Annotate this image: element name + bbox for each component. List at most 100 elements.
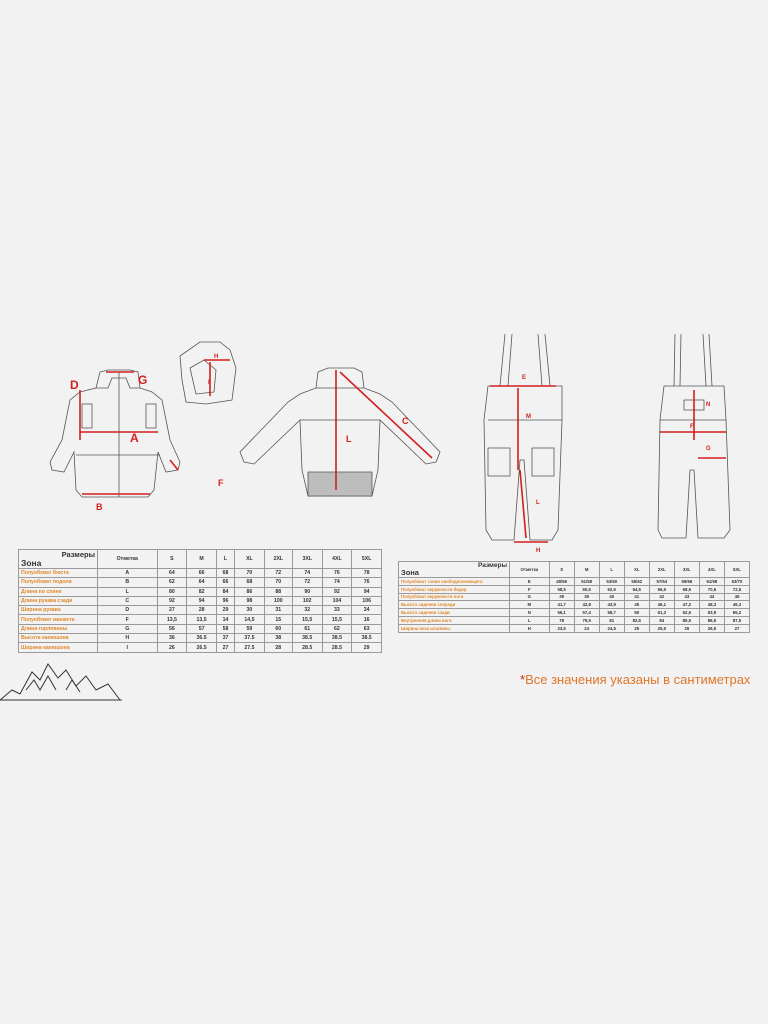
value-cell: 53/60 <box>598 577 625 586</box>
value-cell: 70,5 <box>698 584 725 594</box>
zone-cell: Высота капюшона <box>18 633 98 644</box>
mark-header: Отметка <box>97 549 158 569</box>
label-g: G <box>138 373 148 387</box>
value-cell: 82 <box>186 586 217 597</box>
size-header: 5XL <box>723 561 751 578</box>
value-cell: 27 <box>156 605 188 616</box>
zone-cell: Внутренняя длина ноги <box>398 615 510 625</box>
zone-cell: Полуобхват манжета <box>18 614 98 625</box>
units-note: *Все значения указаны в сантиметрах <box>520 672 760 687</box>
value-cell: 24,5 <box>598 623 625 633</box>
value-cell: 26 <box>673 623 700 633</box>
size-header: XL <box>234 549 265 569</box>
label-l-pants: L <box>536 500 540 506</box>
value-cell: 66 <box>186 567 217 579</box>
value-cell: 96 <box>215 595 236 607</box>
label-a: A <box>130 431 139 445</box>
value-cell: 64,5 <box>623 584 650 594</box>
value-cell: 29 <box>215 605 236 616</box>
value-cell: 63 <box>351 623 382 635</box>
value-cell: 61/68 <box>698 577 725 586</box>
value-cell: 68 <box>234 577 265 588</box>
value-cell: 102 <box>291 595 323 607</box>
value-cell: 14,5 <box>234 614 265 625</box>
size-header: 2XL <box>263 549 293 569</box>
value-cell: 74 <box>321 577 353 588</box>
note-text: Все значения указаны в сантиметрах <box>525 672 751 687</box>
hood-drawing <box>179 341 237 405</box>
value-cell: 15,5 <box>291 614 323 625</box>
value-cell: 80 <box>156 586 188 597</box>
value-cell: 23,5 <box>548 623 575 633</box>
value-cell: 26 <box>156 642 188 653</box>
mountain-range-icon <box>0 663 122 701</box>
value-cell: 43,9 <box>598 600 625 610</box>
size-header: 3XL <box>291 549 323 569</box>
zone-cell: Полуобхват окружности бедер <box>398 584 510 594</box>
value-cell: 94 <box>351 586 382 597</box>
value-cell: 58,5 <box>548 584 575 594</box>
value-cell: 106 <box>351 595 382 607</box>
size-header: 3XL <box>673 561 700 578</box>
table-corner: Размеры Зона <box>398 561 510 578</box>
value-cell: 44 <box>698 592 725 602</box>
value-cell: 51/58 <box>573 577 600 586</box>
value-cell: 28 <box>186 605 217 616</box>
value-cell: 60 <box>623 608 650 617</box>
value-cell: 98 <box>234 595 265 607</box>
value-cell: 26.5 <box>186 642 217 653</box>
value-cell: 72 <box>291 577 323 588</box>
value-cell: 66 <box>215 577 236 588</box>
value-cell: 74 <box>291 567 323 579</box>
corner-sizes-label: Размеры <box>61 550 95 560</box>
mark-header: Отметка <box>509 561 550 578</box>
zone-cell: Ширина низа штанины <box>398 623 510 633</box>
label-c: C <box>402 416 409 426</box>
size-header: M <box>186 549 217 569</box>
value-cell: 92 <box>156 595 188 607</box>
zone-cell: Длина рукава сзади <box>18 595 98 607</box>
value-cell: 36.5 <box>186 633 217 644</box>
value-cell: 90 <box>291 586 323 597</box>
zone-cell: Полуобхват подола <box>18 577 98 588</box>
mark-cell: B <box>97 577 158 588</box>
value-cell: 40 <box>598 592 625 602</box>
value-cell: 41 <box>623 592 650 602</box>
value-cell: 55/62 <box>623 577 650 586</box>
zone-cell: Высота сидения спереди <box>398 600 510 610</box>
value-cell: 62 <box>156 577 188 588</box>
value-cell: 13,5 <box>156 614 188 625</box>
value-cell: 63/70 <box>723 577 751 586</box>
value-cell: 16 <box>351 614 382 625</box>
value-cell: 104 <box>321 595 353 607</box>
value-cell: 68,5 <box>673 584 700 594</box>
value-cell: 66,5 <box>648 584 675 594</box>
zone-cell: Длина по спине <box>18 586 98 597</box>
value-cell: 46,1 <box>648 600 675 610</box>
table-header: Размеры Зона Отметка S M L XL 2XL 3XL 4X… <box>398 561 751 578</box>
value-cell: 25,5 <box>648 623 675 633</box>
value-cell: 78 <box>548 615 575 625</box>
value-cell: 31 <box>263 605 293 616</box>
value-cell: 57/64 <box>648 577 675 586</box>
value-cell: 26,5 <box>698 623 725 633</box>
label-f-pants: F <box>690 424 694 430</box>
zone-cell: Полуобхват окружности ноги <box>398 592 510 602</box>
corner-zone-label: Зона <box>21 558 42 568</box>
value-cell: 33 <box>321 605 353 616</box>
pants-front-drawing <box>483 333 563 541</box>
value-cell: 68 <box>215 567 236 579</box>
size-header: L <box>598 561 625 578</box>
value-cell: 84 <box>648 615 675 625</box>
value-cell: 49/56 <box>548 577 575 586</box>
value-cell: 15 <box>263 614 293 625</box>
value-cell: 61,3 <box>648 608 675 617</box>
